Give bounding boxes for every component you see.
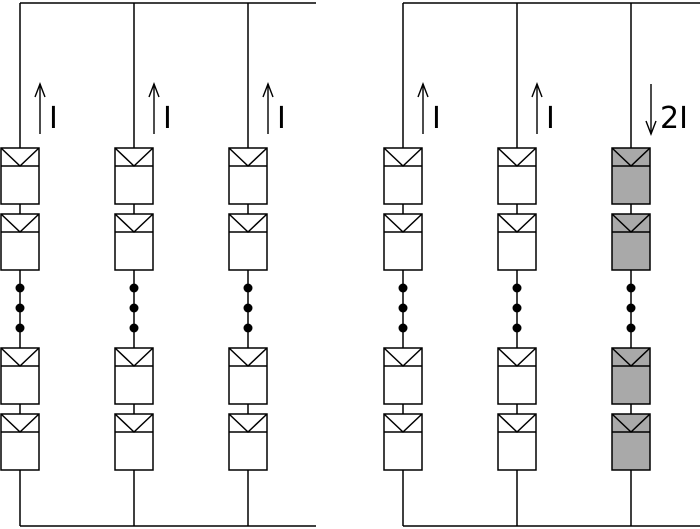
pv-string: 2I [611, 3, 688, 526]
continuation-dot [129, 323, 139, 333]
continuation-dot [243, 283, 253, 293]
continuation-dot [15, 303, 25, 313]
pv-panel [383, 347, 423, 405]
current-arrow-up [417, 82, 429, 134]
current-arrow-up [531, 82, 543, 134]
pv-panel [228, 413, 268, 471]
pv-panel [497, 413, 537, 471]
continuation-dot [626, 283, 636, 293]
pv-panel-faulty [611, 347, 651, 405]
continuation-dot [15, 323, 25, 333]
continuation-dot [512, 303, 522, 313]
current-arrow-up [148, 82, 160, 134]
pv-panel [497, 347, 537, 405]
current-label: I [432, 101, 441, 136]
pv-panel-faulty [611, 147, 651, 205]
continuation-dot [398, 323, 408, 333]
pv-panel [228, 347, 268, 405]
continuation-dot [398, 283, 408, 293]
continuation-dot [626, 323, 636, 333]
pv-panel [383, 413, 423, 471]
continuation-dot [512, 323, 522, 333]
pv-panel [0, 147, 40, 205]
pv-panel [114, 413, 154, 471]
continuation-dot [626, 303, 636, 313]
pv-array-2: I I 2I [383, 2, 700, 527]
current-label: I [546, 101, 555, 136]
continuation-dot [398, 303, 408, 313]
pv-panel [497, 213, 537, 271]
pv-panel [0, 213, 40, 271]
pv-string: I [228, 3, 286, 526]
pv-panel [114, 147, 154, 205]
pv-panel [114, 347, 154, 405]
continuation-dot [243, 303, 253, 313]
continuation-dot [15, 283, 25, 293]
pv-panel [0, 347, 40, 405]
pv-panel-faulty [611, 413, 651, 471]
current-label: I [49, 101, 58, 136]
pv-panel [228, 147, 268, 205]
continuation-dot [129, 283, 139, 293]
current-arrow-up [262, 82, 274, 134]
pv-panel [0, 413, 40, 471]
pv-string: I [383, 3, 441, 526]
current-label: 2I [660, 101, 688, 136]
current-label: I [163, 101, 172, 136]
pv-panel [228, 213, 268, 271]
pv-string: I [497, 3, 555, 526]
continuation-dot [243, 323, 253, 333]
pv-panel [383, 213, 423, 271]
continuation-dot [512, 283, 522, 293]
pv-panel [114, 213, 154, 271]
current-arrow-down [645, 84, 657, 136]
pv-panel [383, 147, 423, 205]
current-label: I [277, 101, 286, 136]
current-arrow-up [34, 82, 46, 134]
pv-string: I [114, 3, 172, 526]
pv-string: I [0, 3, 58, 526]
pv-panel [497, 147, 537, 205]
pv-panel-faulty [611, 213, 651, 271]
continuation-dot [129, 303, 139, 313]
